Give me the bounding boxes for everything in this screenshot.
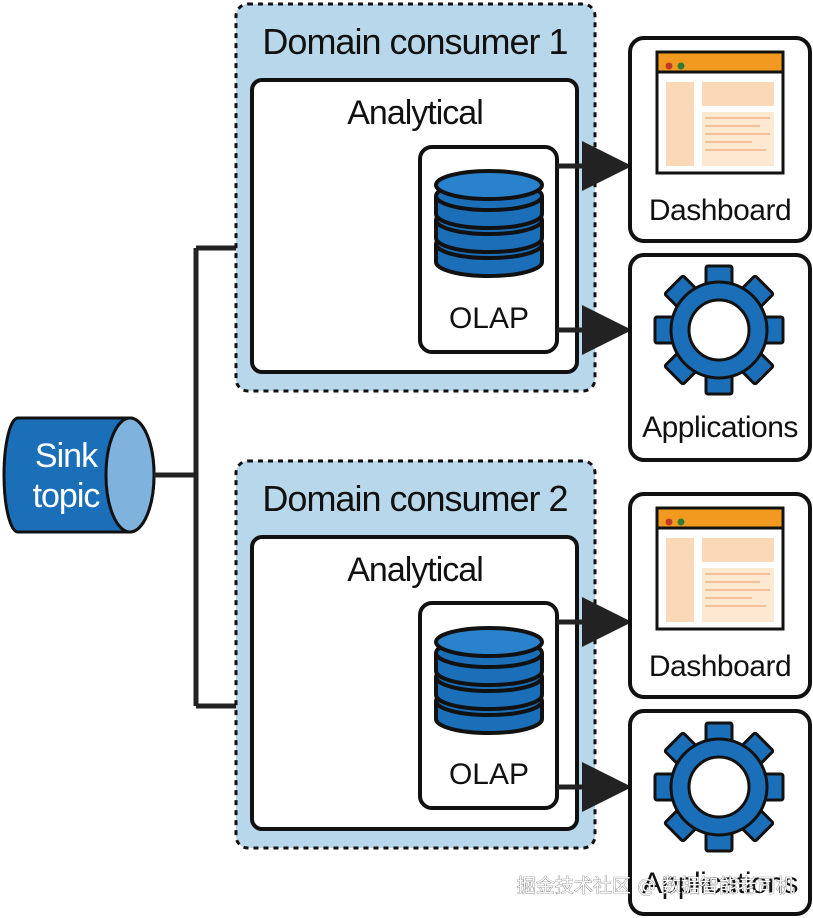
dashboard-output-1: Dashboard [628,36,812,243]
olap-label: OLAP [449,302,529,335]
dashboard-icon [655,50,785,175]
consumer-title: Domain consumer 1 [262,21,567,62]
applications-output-2: Applications [628,709,812,916]
section-title: Analytical [347,94,483,132]
database-icon [434,626,544,735]
sink-topic-label-2: topic [33,477,101,515]
section-title: Analytical [347,551,483,589]
gear-icon [653,721,785,853]
dashboard-icon [655,506,785,631]
dashboard-label: Dashboard [649,194,791,227]
dashboard-output-2: Dashboard [628,492,812,699]
applications-output-1: Applications [628,253,812,462]
sink-topic-label-1: Sink [35,437,99,475]
domain-consumer-1: Domain consumer 1 Analytical OLAP [234,2,632,393]
applications-label: Applications [642,411,798,444]
consumer-title: Domain consumer 2 [262,478,567,519]
domain-consumer-2: Domain consumer 2 Analytical OLAP [234,459,632,850]
olap-label: OLAP [449,758,529,791]
dashboard-label: Dashboard [649,650,791,683]
watermark: 掘金技术社区 @ 数据智能老司机 [517,875,795,897]
sink-topic: Sink topic [2,416,156,534]
applications-label: Applications [642,867,798,900]
gear-icon [653,264,785,396]
database-icon [434,169,544,278]
